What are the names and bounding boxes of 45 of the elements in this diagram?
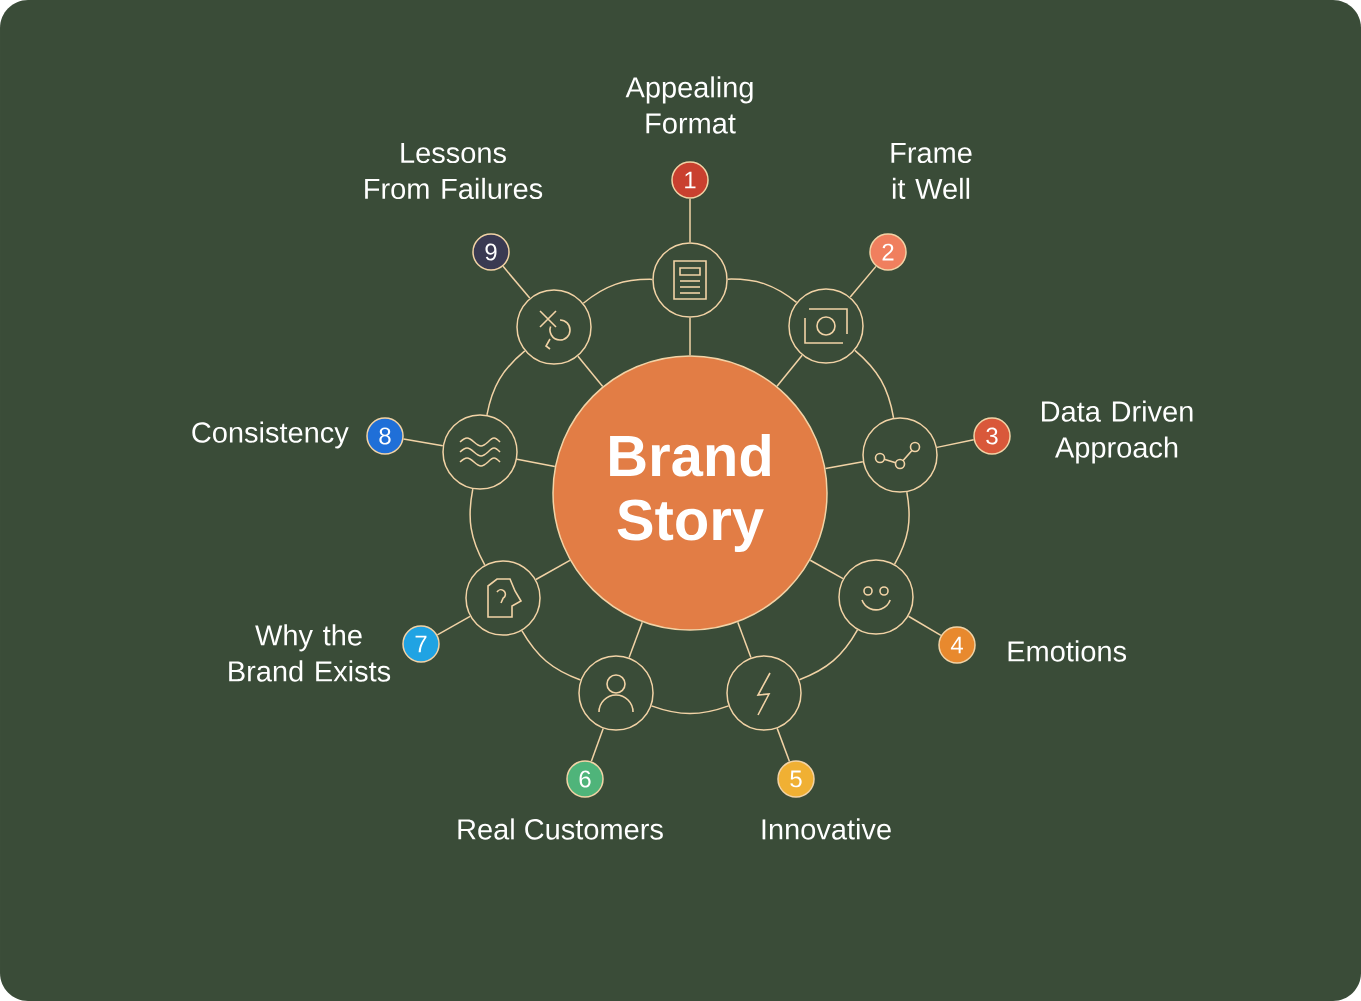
item-label: Real Customers <box>458 818 663 840</box>
connector-line <box>436 615 471 636</box>
connector-line <box>590 727 604 763</box>
connector-line <box>469 488 486 566</box>
connector-line <box>577 355 604 388</box>
connector-line <box>936 439 975 449</box>
connector-line <box>854 349 895 419</box>
number-badge: 2 <box>869 233 907 271</box>
item-label: Why the Brand Exists <box>229 624 391 682</box>
connector-line <box>516 458 556 468</box>
number-badge: 7 <box>402 625 440 663</box>
connector-line <box>776 354 803 387</box>
connector-line <box>849 265 877 298</box>
connector-line <box>521 629 582 681</box>
connector-line <box>809 559 844 580</box>
item-label: Consistency <box>192 421 349 449</box>
connector-line <box>893 491 910 565</box>
connector-line <box>582 278 653 304</box>
number-badge: 9 <box>472 233 510 271</box>
connector-line <box>689 317 691 356</box>
number-badge: 4 <box>938 626 976 664</box>
item-label: Emotions <box>1008 640 1127 662</box>
item-label: Innovative <box>762 818 891 840</box>
connector-line <box>727 278 798 304</box>
connector-line <box>798 629 859 681</box>
connector-line <box>402 438 444 447</box>
item-label: Frame it Well <box>891 142 972 200</box>
number-badge: 3 <box>973 417 1011 455</box>
number-badge: 8 <box>366 417 404 455</box>
connector-line <box>907 615 942 637</box>
item-label: Data Driven Approach <box>1042 400 1193 464</box>
connector-line <box>628 621 643 659</box>
number-badge: 5 <box>777 760 815 798</box>
connector-line <box>737 621 752 659</box>
connector-line <box>486 350 526 416</box>
connector-line <box>535 559 571 581</box>
connector-line <box>776 727 791 763</box>
number-badge: 6 <box>566 760 604 798</box>
connector-line <box>824 460 864 470</box>
connector-line <box>689 198 691 243</box>
item-label: Lessons From Failures <box>365 142 543 200</box>
item-label: Appealing Format <box>625 76 753 134</box>
connector-line <box>650 705 730 715</box>
connector-line <box>502 265 531 299</box>
number-badge: 1 <box>671 161 709 199</box>
